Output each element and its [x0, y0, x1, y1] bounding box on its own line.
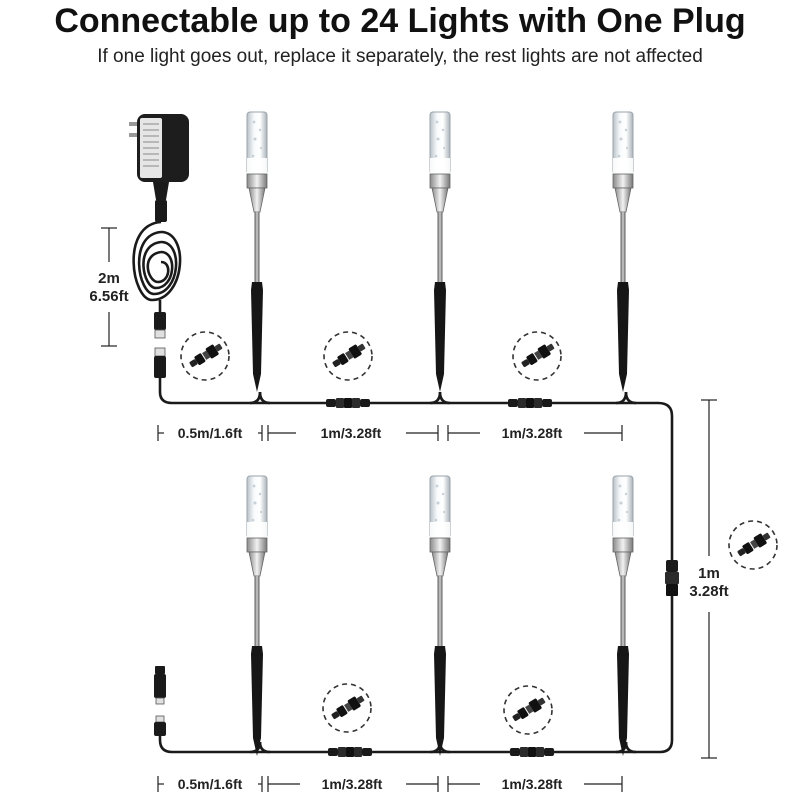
inline-connector	[328, 747, 372, 757]
power-adapter-icon	[129, 114, 189, 222]
bottom-first-spacing-label: 0.5m/1.6ft	[178, 776, 243, 792]
inline-connector	[508, 398, 552, 408]
top-main-cable	[158, 378, 674, 560]
top-first-spacing-label: 0.5m/1.6ft	[178, 425, 243, 441]
light-stake-icon	[612, 475, 634, 757]
light-stake-icon	[612, 111, 634, 393]
connector-detail-icon	[180, 331, 230, 381]
cord-plug	[154, 312, 166, 378]
light-stake-icon	[246, 475, 268, 757]
power-cord-length-m: 2m	[98, 270, 120, 287]
top-spacing-dimensions	[157, 425, 623, 441]
power-cord-length-ft: 6.56ft	[89, 288, 128, 305]
inline-connector	[326, 398, 370, 408]
bottom-second-spacing-label: 1m/3.28ft	[322, 776, 383, 792]
riser-length-ft: 3.28ft	[689, 583, 728, 600]
page-title: Connectable up to 24 Lights with One Plu…	[54, 2, 746, 40]
connector-detail-icon	[503, 685, 553, 735]
power-cord-coil	[132, 220, 182, 312]
bottom-spacing-dimensions	[157, 776, 623, 792]
bottom-third-spacing-label: 1m/3.28ft	[502, 776, 563, 792]
end-plug	[154, 715, 166, 736]
connector-detail-icon	[322, 683, 372, 733]
riser-dimension	[701, 399, 717, 759]
connector-detail-icon	[512, 331, 562, 381]
riser-length-m: 1m	[698, 565, 720, 582]
light-stake-icon	[429, 111, 451, 393]
riser-cable	[158, 596, 674, 754]
top-second-spacing-label: 1m/3.28ft	[321, 425, 382, 441]
inline-connector	[510, 747, 554, 757]
end-cap	[154, 666, 166, 705]
connector-detail-icon	[728, 520, 778, 570]
power-cord-dimension	[101, 227, 117, 347]
light-stake-icon	[246, 111, 268, 393]
light-stake-icon	[429, 475, 451, 757]
top-third-spacing-label: 1m/3.28ft	[502, 425, 563, 441]
page-subtitle: If one light goes out, replace it separa…	[97, 46, 703, 67]
connector-detail-icon	[323, 331, 373, 381]
riser-connector	[665, 560, 679, 596]
